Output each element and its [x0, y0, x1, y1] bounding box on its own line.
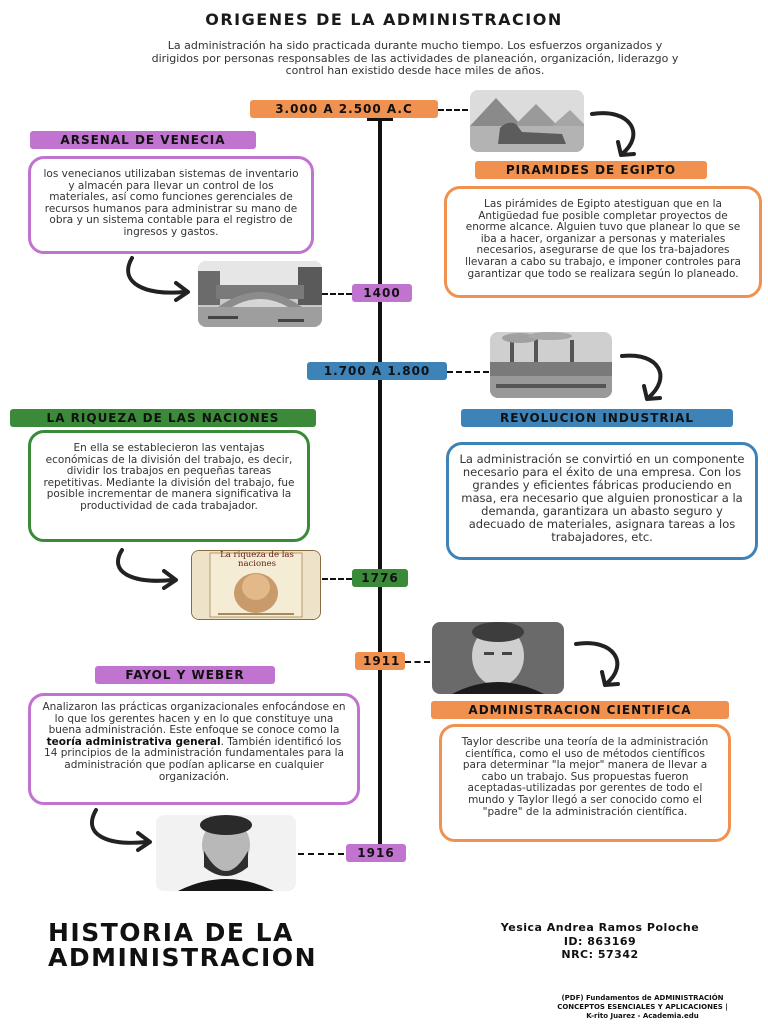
- curved-arrow-icon: [572, 638, 632, 690]
- section-title-venecia: ARSENAL DE VENECIA: [30, 131, 256, 149]
- fayol-text-part1: Analizaron las prácticas organizacionale…: [42, 701, 346, 737]
- author-nrc: NRC: 57342: [561, 948, 639, 961]
- connector-dash: [322, 578, 352, 580]
- fayol-text-bold: teoría administrativa general: [46, 735, 221, 748]
- text-box-cientifica: Taylor describe una teoría de la adminis…: [439, 724, 731, 842]
- weber-photo: [156, 815, 296, 891]
- text-box-venecia: los venecianos utilizaban sistemas de in…: [28, 156, 314, 254]
- connector-dash: [438, 109, 468, 111]
- curved-arrow-icon: [124, 252, 194, 308]
- footer-title-line2: ADMINISTRACION: [48, 943, 317, 972]
- connector-dash: [322, 293, 352, 295]
- book-cover-title: La riqueza de las naciones: [220, 550, 294, 569]
- venice-photo: [198, 261, 322, 327]
- date-1916: 1916: [346, 844, 406, 862]
- author-name: Yesica Andrea Ramos Poloche: [500, 921, 700, 934]
- author-id: ID: 863169: [563, 934, 637, 948]
- fayol-text-part2: . También identificó los 14 principios d…: [44, 735, 344, 783]
- date-1911: 1911: [355, 652, 405, 670]
- section-title-riqueza: LA RIQUEZA DE LAS NACIONES: [10, 409, 316, 427]
- text-box-riqueza: En ella se establecieron las ventajas ec…: [28, 430, 310, 542]
- author-block: Yesica Andrea Ramos Poloche ID: 863169 N…: [460, 921, 740, 962]
- connector-dash: [447, 371, 489, 373]
- intro-text: La administración ha sido practicada dur…: [151, 39, 679, 77]
- footer-title: HISTORIA DE LA ADMINISTRACION: [48, 920, 317, 970]
- curved-arrow-icon: [108, 546, 184, 594]
- section-title-revolucion: REVOLUCION INDUSTRIAL: [461, 409, 733, 427]
- connector-dash: [405, 661, 430, 663]
- factory-photo: [490, 332, 612, 398]
- page-title: ORIGENES DE LA ADMINISTRACION: [205, 10, 563, 29]
- text-box-revolucion: La administración se convirtió en un com…: [446, 442, 758, 560]
- source-line2: CONCEPTOS ESENCIALES Y APLICACIONES |: [557, 1003, 728, 1011]
- date-1776: 1776: [352, 569, 408, 587]
- text-box-fayol: Analizaron las prácticas organizacionale…: [28, 693, 360, 805]
- pyramids-photo: [470, 90, 584, 152]
- timeline-axis: [378, 118, 382, 852]
- date-1400: 1400: [352, 284, 412, 302]
- section-title-egipto: PIRAMIDES DE EGIPTO: [475, 161, 707, 179]
- section-title-fayol: FAYOL Y WEBER: [95, 666, 275, 684]
- source-citation: (PDF) Fundamentos de ADMINISTRACIÓN CONC…: [520, 994, 765, 1021]
- section-title-cientifica: ADMINISTRACION CIENTIFICA: [431, 701, 729, 719]
- text-box-egipto: Las pirámides de Egipto atestiguan que e…: [444, 186, 762, 298]
- footer-title-line1: HISTORIA DE LA: [48, 918, 294, 947]
- timeline-tick: [367, 118, 393, 121]
- taylor-photo: [432, 622, 564, 694]
- book-photo: La riqueza de las naciones: [191, 550, 321, 620]
- date-3000-bc: 3.000 A 2.500 A.C: [250, 100, 438, 118]
- curved-arrow-icon: [588, 108, 648, 160]
- source-line3: K-rito Juarez - Academia.edu: [586, 1012, 699, 1020]
- connector-dash: [298, 853, 344, 855]
- source-line1: (PDF) Fundamentos de ADMINISTRACIÓN: [561, 994, 724, 1002]
- curved-arrow-icon: [618, 352, 674, 404]
- date-1700-1800: 1.700 A 1.800: [307, 362, 447, 380]
- curved-arrow-icon: [84, 806, 156, 856]
